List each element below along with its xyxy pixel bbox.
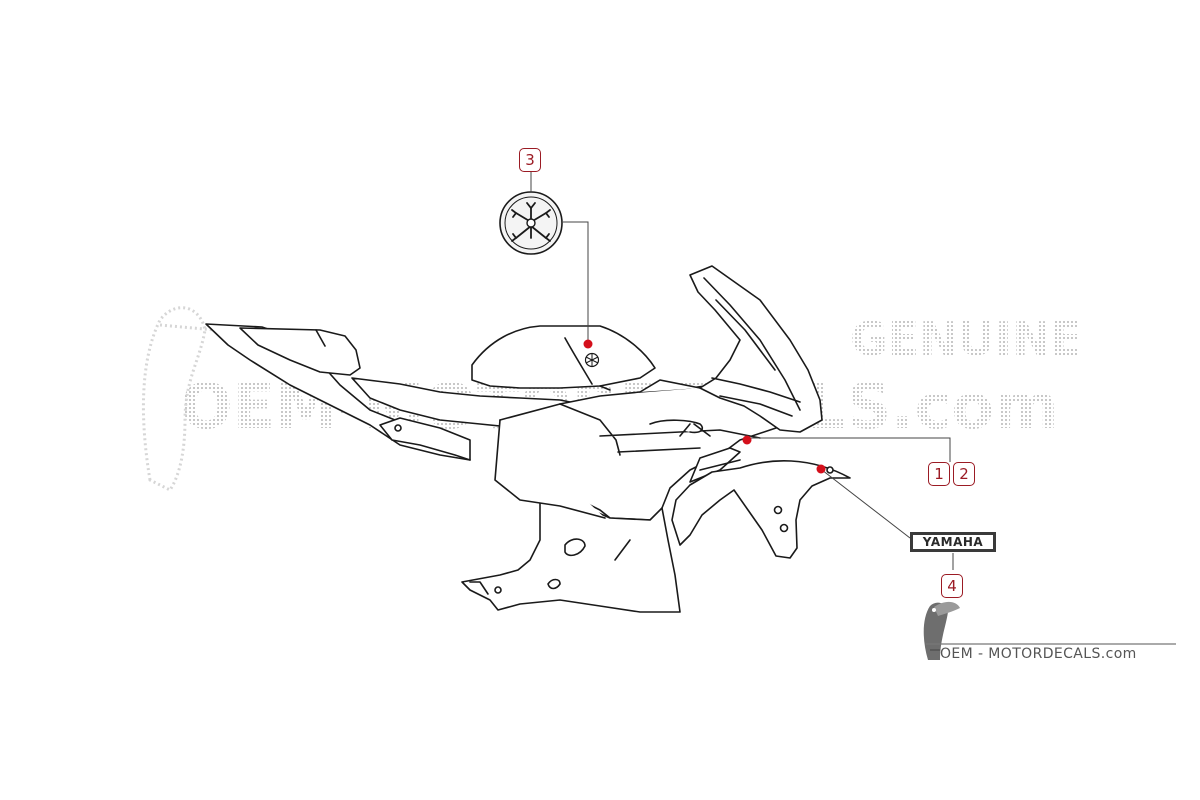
callout-2: 2 — [953, 462, 975, 486]
marker-4 — [816, 464, 826, 474]
marker-3 — [583, 339, 593, 349]
watermark-badge: GENUINE — [850, 312, 1083, 366]
front-lower-panel — [671, 460, 851, 559]
callout-3: 3 — [519, 148, 541, 172]
fuel-tank — [471, 325, 656, 389]
tank-emblem-icon — [584, 352, 600, 368]
seat-cowl-upper — [239, 327, 361, 376]
yamaha-emblem-icon — [499, 191, 563, 255]
yamaha-sticker: YAMAHA — [910, 532, 996, 552]
footer-site-text: OEM - MOTORDECALS.com — [940, 646, 1137, 662]
watermark-toucan-icon — [141, 306, 216, 492]
callout-4: 4 — [941, 574, 963, 598]
callout-1: 1 — [928, 462, 950, 486]
leader-line-12 — [748, 437, 951, 462]
leader-line-3b — [563, 221, 589, 343]
leader-line-4 — [821, 469, 911, 539]
marker-12 — [742, 435, 752, 445]
yamaha-sticker-text: YAMAHA — [913, 535, 993, 549]
toucan-logo-icon — [923, 601, 960, 660]
